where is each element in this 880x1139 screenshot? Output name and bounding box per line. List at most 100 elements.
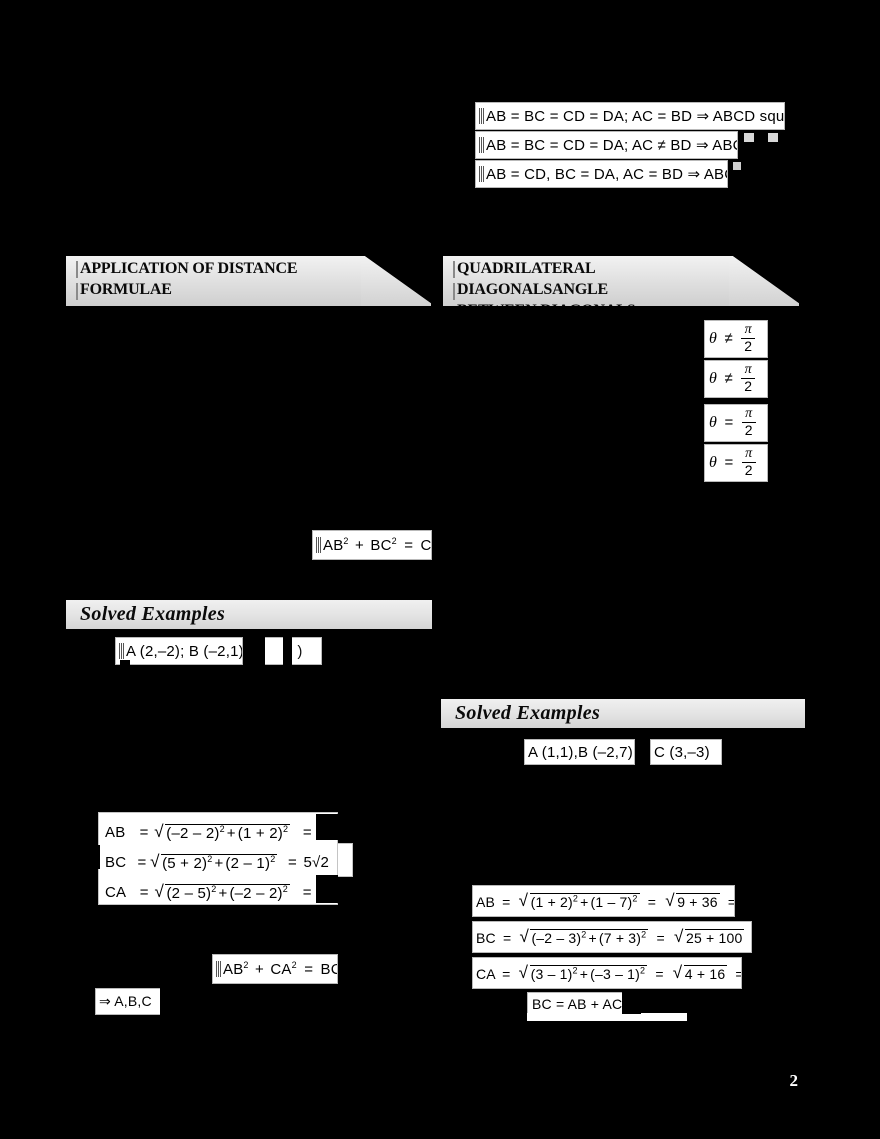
header-rule	[66, 252, 431, 255]
pi-over-two-fraction: π 2	[741, 446, 756, 478]
right-calc-row-2: BC = √ (–2 – 3)2+(7 + 3)2 = √ 25 + 100 =…	[472, 921, 752, 953]
exponent: 2	[581, 929, 587, 940]
term-1: (–2 – 2)	[166, 824, 220, 842]
pythagoras-expression: AB2 + BC2 = CA2	[323, 535, 431, 554]
term-2: (7 + 3)	[598, 930, 642, 946]
term-2: (–2 – 2)	[229, 884, 283, 902]
radicand: (3 – 1)2+(–3 – 1)2	[529, 965, 648, 982]
term-bc: BC	[370, 536, 392, 554]
left-example-relation-box: AB2 + CA2 = BC2	[212, 954, 338, 984]
radical-icon: √	[673, 927, 684, 946]
banner-background	[441, 699, 805, 728]
right-calc-row-1: AB = √ (1 + 2)2+(1 – 7)2 = √ 9 + 36 = 3√…	[472, 885, 735, 917]
fraction-denominator: 2	[744, 377, 753, 394]
header-rule	[443, 252, 799, 255]
segment-label: AB	[476, 894, 496, 910]
equals-sign: =	[137, 853, 147, 871]
banner-background	[66, 600, 432, 629]
left-distance-calculations: AB = √ (–2 – 2)2+(1 + 2)2 = 5 BC = √ (5 …	[98, 812, 338, 905]
square-root-expression: √ (5 + 2)2+(2 – 1)2	[150, 851, 278, 872]
radicand: 9 + 36	[676, 893, 720, 910]
exponent: 2	[391, 535, 397, 546]
angle-condition-box-4: θ = π 2	[704, 444, 768, 482]
equals-sign-2: =	[655, 966, 664, 982]
radical-icon: √	[518, 891, 529, 910]
conclusion-text: ⇒ A,B,C	[99, 993, 152, 1009]
equals-sign-2: =	[647, 894, 657, 910]
right-example-points-box-2: C (3,–3)	[650, 739, 722, 765]
exponent: 2	[343, 535, 349, 546]
fraction-numerator: π	[745, 405, 753, 421]
quadrilateral-condition-box-1: AB = BC = CD = DA; AC = BD ⇒ ABCD square	[475, 102, 785, 130]
quadrilateral-condition-box-3: AB = CD, BC = DA, AC = BD ⇒ ABCD	[475, 160, 728, 188]
left-example-conclusion-box: ⇒ A,B,C	[95, 988, 170, 1015]
occlusion-block	[283, 637, 292, 665]
equals-sign-2: =	[302, 883, 312, 901]
fraction-denominator: 2	[744, 461, 753, 478]
section-title-line2: FORMULAE	[80, 281, 172, 298]
bullet-marker-icon	[479, 166, 484, 182]
intermediate-radical: √ 4 + 16	[673, 964, 728, 982]
plus-operator: +	[579, 966, 589, 982]
section-title-line1: APPLICATION OF DISTANCE	[80, 260, 298, 277]
relation-operator: =	[724, 413, 734, 431]
intermediate-radical: √ 9 + 36	[665, 892, 720, 910]
equals-operator: =	[304, 960, 314, 978]
radicand: (1 + 2)2+(1 – 7)2	[529, 893, 640, 910]
page-number: 2	[789, 1071, 799, 1090]
bullet-marker-icon	[316, 537, 321, 553]
segment-label: AB	[105, 823, 126, 841]
section-title-line2: BETWEEN DIAGONALS	[457, 300, 729, 306]
left-example-points-box: A (2,–2); B (–2,1)	[115, 637, 243, 665]
equals-sign: =	[139, 823, 149, 841]
exponent: 2	[211, 883, 217, 894]
header-tick	[453, 283, 455, 300]
right-example-points-box-1: A (1,1),B (–2,7)	[524, 739, 635, 765]
condition-text: AB = BC = CD = DA; AC = BD ⇒ ABCD square	[486, 108, 785, 125]
pythagoras-formula-box: AB2 + BC2 = CA2	[312, 530, 432, 560]
equals-sign-2: =	[302, 823, 312, 841]
exponent: 2	[572, 893, 579, 904]
radical-icon: √	[150, 851, 160, 871]
term-1: (3 – 1)	[530, 966, 573, 982]
term-bc: BC	[320, 960, 337, 978]
equals-sign: =	[139, 883, 149, 901]
equals-sign-2: =	[287, 853, 297, 871]
radicand: (5 + 2)2+(2 – 1)2	[161, 853, 278, 872]
square-root-expression: √ (3 – 1)2+(–3 – 1)2	[519, 964, 648, 982]
occlusion-block	[622, 992, 641, 1014]
term-1: (–2 – 3)	[531, 930, 582, 946]
spacer-chip	[733, 162, 741, 170]
occlusion-block	[316, 875, 338, 903]
calc-row: AB = √ (–2 – 2)2+(1 + 2)2 = 5	[105, 817, 329, 847]
solved-examples-title: Solved Examples	[455, 702, 601, 724]
exponent: 2	[640, 965, 646, 976]
angle-expression: θ = π 2	[709, 405, 757, 438]
radicand: 4 + 16	[683, 965, 728, 982]
occlusion-block	[86, 845, 100, 869]
solved-examples-banner-right: Solved Examples	[441, 695, 805, 728]
fraction-bar	[741, 377, 756, 379]
quadrilateral-condition-box-2: AB = BC = CD = DA; AC ≠ BD ⇒ ABCD	[475, 131, 738, 159]
distance-equation: BC = √ (–2 – 3)2+(7 + 3)2 = √ 25 + 100 =…	[476, 927, 751, 946]
header-tick	[76, 283, 78, 300]
spacer-chip	[744, 133, 754, 142]
solved-examples-banner-left: Solved Examples	[66, 596, 432, 629]
equals-sign-2: =	[656, 930, 665, 946]
term-2: (1 – 7)	[590, 894, 633, 910]
radicand: (–2 – 2)2+(1 + 2)2	[165, 823, 291, 842]
radical-icon: √	[519, 927, 529, 946]
angle-expression: θ = π 2	[709, 446, 757, 478]
equals-sign: =	[502, 894, 511, 910]
spacer-chip	[768, 133, 778, 142]
fraction-denominator: 2	[744, 421, 753, 438]
fraction-bar	[741, 421, 756, 423]
equals-operator: =	[404, 536, 414, 554]
equals-sign-3: =	[749, 930, 751, 946]
occlusion-block	[160, 988, 172, 1015]
bullet-marker-icon	[479, 108, 484, 124]
relation-operator: ≠	[724, 329, 733, 347]
table-edge-extension	[338, 843, 353, 877]
plus-operator: +	[218, 884, 228, 902]
